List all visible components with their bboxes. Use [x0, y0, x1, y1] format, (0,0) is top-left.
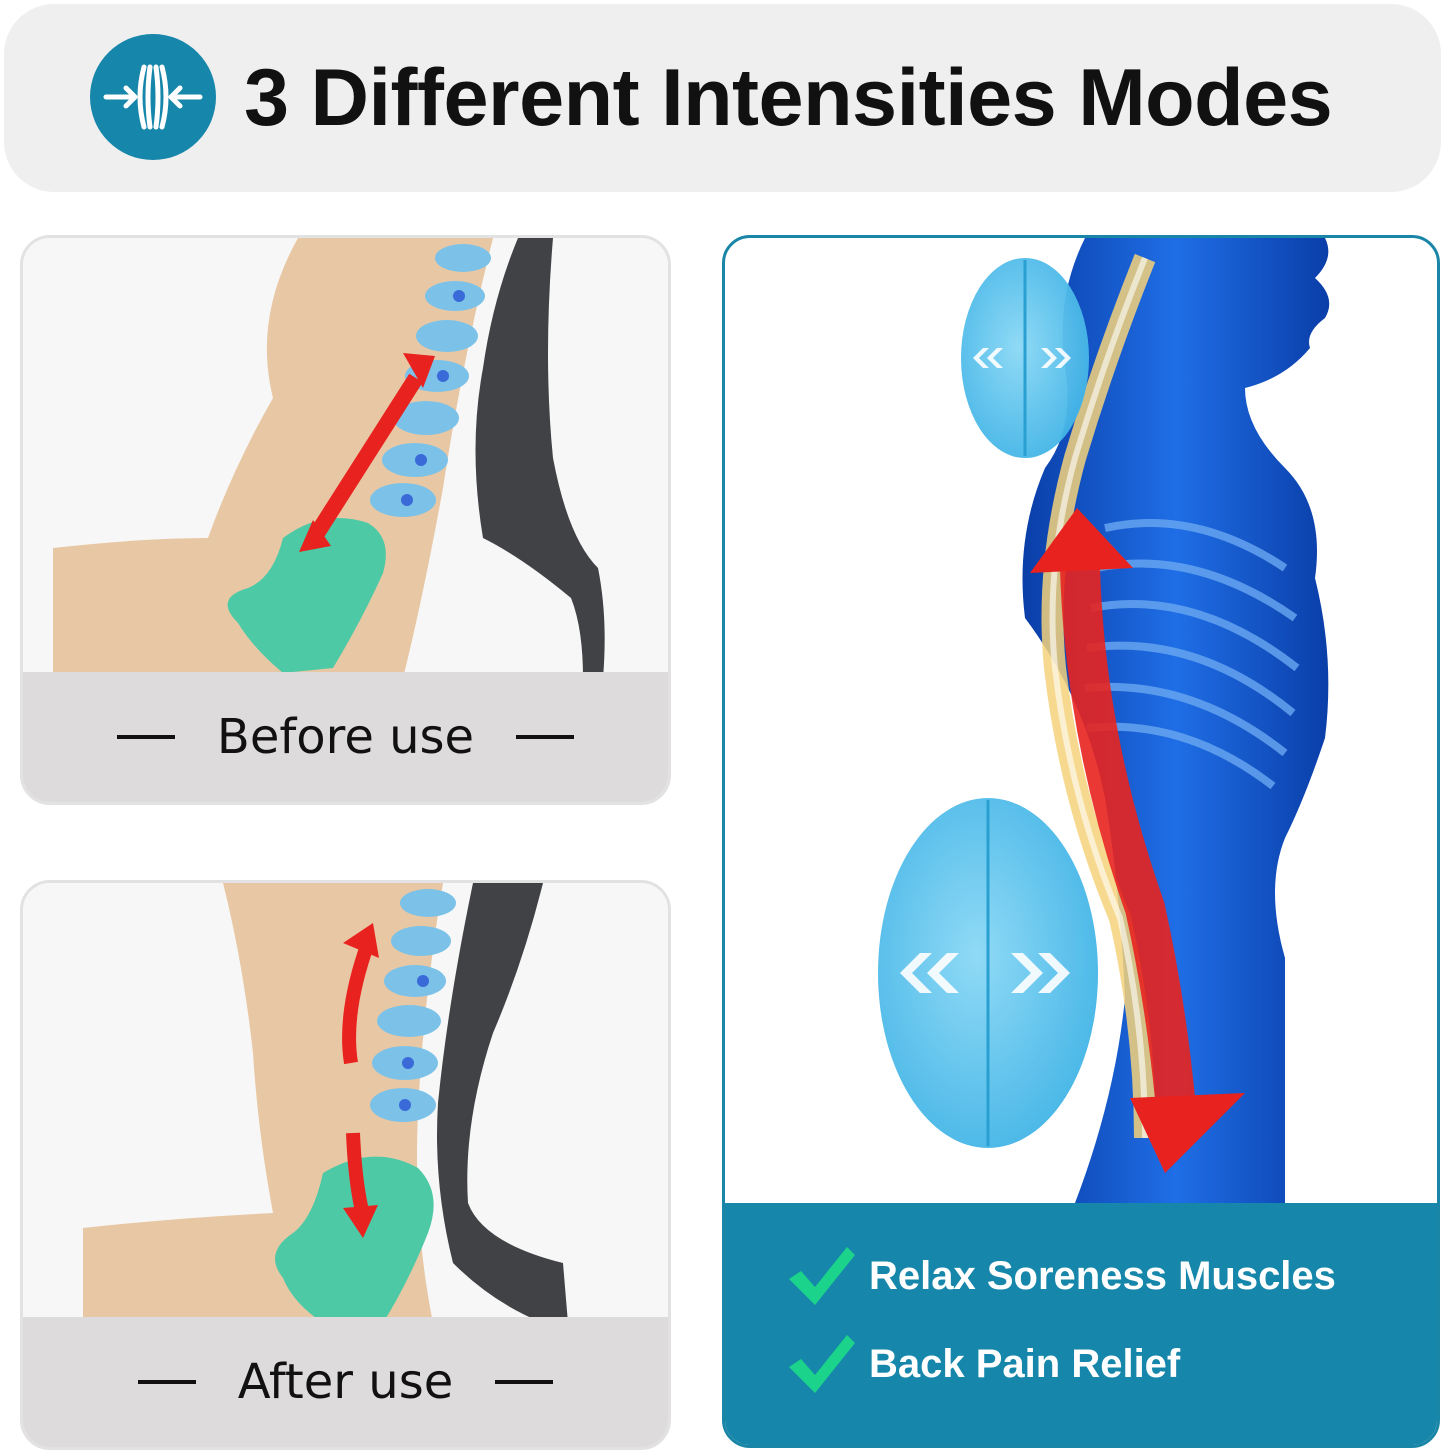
page-title: 3 Different Intensities Modes: [244, 53, 1333, 143]
body-x-ray-panel: Relax Soreness Muscles Back Pain Relief: [722, 235, 1440, 1448]
before-spine-illustration: [23, 238, 668, 678]
compress-arrows-icon: [90, 34, 216, 160]
caption-dash-right: [516, 735, 575, 739]
before-use-caption: Before use: [216, 709, 475, 765]
caption-dash-left: [137, 1380, 196, 1384]
after-spine-illustration: [23, 883, 668, 1323]
before-caption-bar: Before use: [23, 672, 668, 802]
body-skeleton-illustration: [878, 238, 1330, 1203]
benefit-item-relax: Relax Soreness Muscles: [785, 1241, 1336, 1311]
benefit-item-back-pain: Back Pain Relief: [785, 1329, 1180, 1399]
checkmark-icon: [789, 1335, 855, 1393]
caption-dash-left: [116, 735, 175, 739]
benefit-label: Back Pain Relief: [869, 1341, 1181, 1386]
after-use-caption: After use: [237, 1354, 454, 1410]
after-use-panel: After use: [20, 880, 671, 1450]
benefits-bar: Relax Soreness Muscles Back Pain Relief: [725, 1203, 1437, 1445]
header-banner: 3 Different Intensities Modes: [4, 4, 1441, 192]
after-caption-bar: After use: [23, 1317, 668, 1447]
caption-dash-right: [495, 1380, 554, 1384]
before-use-panel: Before use: [20, 235, 671, 805]
checkmark-icon: [789, 1247, 855, 1305]
benefit-label: Relax Soreness Muscles: [869, 1253, 1336, 1298]
